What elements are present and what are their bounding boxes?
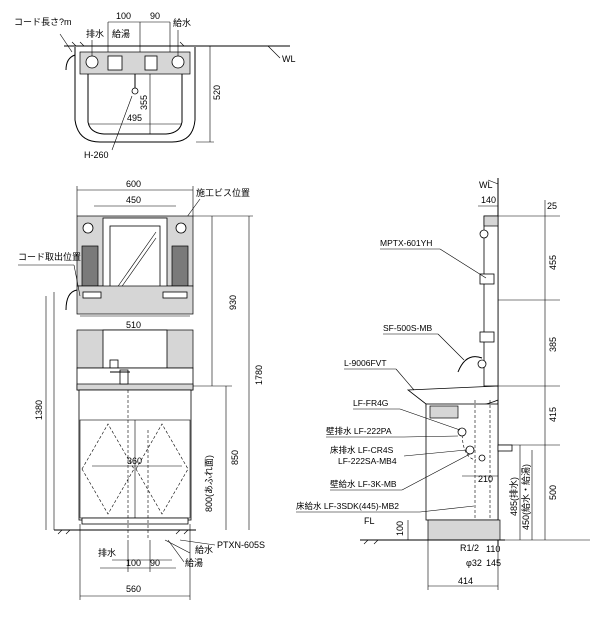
- front-dim-600: 600: [126, 179, 141, 189]
- front-dim-90: 90: [150, 558, 160, 568]
- front-dim-450: 450: [126, 195, 141, 205]
- side-dim-414: 414: [458, 576, 473, 586]
- side-dim-phi32: φ32: [466, 558, 482, 568]
- side-fl-label: FL: [364, 516, 375, 526]
- top-cord-length-label: コード長さ?m: [14, 17, 72, 27]
- side-wl-label: WL: [479, 180, 493, 190]
- front-screw-position-label: 施工ビス位置: [196, 187, 250, 198]
- front-dim-560: 560: [126, 584, 141, 594]
- front-drain-label: 排水: [98, 547, 116, 558]
- side-mirror-cabinet: [483, 215, 499, 387]
- top-wl-label: WL: [282, 54, 296, 64]
- top-dim-520: 520: [212, 85, 222, 100]
- side-dim-455: 455: [548, 255, 558, 270]
- side-label-l9006: L-9006FVT: [344, 358, 387, 368]
- side-view: WL 140 25 455 385 415 500 450(給水・給湯) 485…: [296, 178, 590, 590]
- side-dim-210: 210: [478, 474, 493, 484]
- side-dim-r12: R1/2: [460, 543, 479, 553]
- top-basin-outline: [74, 47, 196, 143]
- side-dim-450-label: 450(給水・給湯): [520, 464, 531, 530]
- top-dim-495: 495: [127, 113, 142, 123]
- front-dim-850: 850: [230, 450, 240, 465]
- top-hot-water-label: 給湯: [112, 28, 130, 39]
- front-dim-100: 100: [126, 558, 141, 568]
- front-dim-930: 930: [228, 295, 238, 310]
- front-dim-1780: 1780: [254, 365, 264, 385]
- top-dim-90: 90: [150, 11, 160, 21]
- top-drain-label: 排水: [86, 28, 104, 39]
- side-label-sf: SF-500S-MB: [383, 323, 432, 333]
- side-dim-25: 25: [547, 201, 557, 211]
- side-dim-110: 110: [486, 544, 500, 554]
- side-label-floor-drain: 床排水 LF-CR4S: [330, 445, 394, 455]
- front-dim-510: 510: [126, 320, 141, 330]
- top-model-h260: H-260: [84, 150, 109, 160]
- side-label-floor-supply: 床給水 LF-3SDK(445)-MB2: [296, 501, 399, 511]
- front-view: 600 450 施工ビス位置 510 コード取出位置: [18, 179, 265, 600]
- side-label-wall-drain: 壁排水 LF-222PA: [326, 426, 392, 436]
- side-label-lffr4g: LF-FR4G: [353, 398, 388, 408]
- front-dim-1380: 1380: [34, 400, 44, 420]
- top-dim-355: 355: [139, 95, 149, 110]
- front-cord-outlet-label: コード取出位置: [18, 251, 81, 262]
- front-model-ptxn: PTXN-605S: [217, 540, 265, 550]
- side-label-floor-drain-2: LF-222SA-MB4: [338, 456, 397, 466]
- front-hot-water-label: 給湯: [185, 557, 203, 568]
- side-dim-415: 415: [548, 407, 558, 422]
- top-dim-100: 100: [116, 11, 131, 21]
- front-water-supply-label: 給水: [195, 544, 213, 555]
- side-label-wall-supply: 壁給水 LF-3K-MB: [330, 479, 397, 489]
- side-dim-145: 145: [486, 558, 501, 568]
- front-dim-360: 360: [127, 456, 142, 466]
- side-dim-485-label: 485(排水): [508, 477, 519, 516]
- side-dim-500: 500: [548, 485, 558, 500]
- side-dim-100: 100: [395, 521, 405, 536]
- front-dim-800-label: 800(あふれ面): [204, 455, 214, 512]
- side-dim-140: 140: [481, 195, 496, 205]
- side-label-mptx: MPTX-601YH: [380, 238, 432, 248]
- side-dim-385: 385: [548, 337, 558, 352]
- top-view: WL コード長さ?m 排水 給湯 給水 100 90 520: [14, 11, 296, 160]
- top-water-supply-label: 給水: [173, 17, 191, 28]
